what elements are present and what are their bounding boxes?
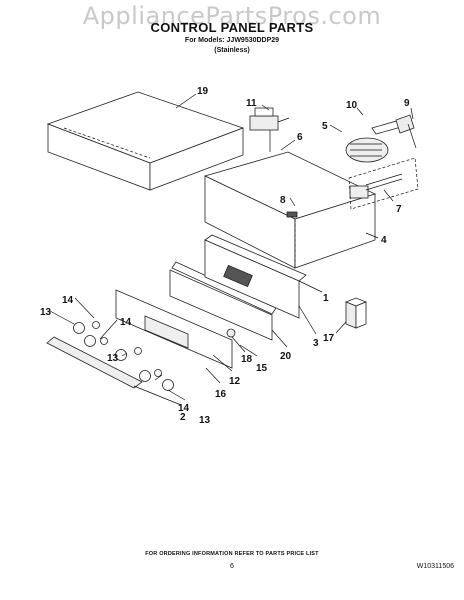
callout-6: 6 <box>297 132 303 143</box>
document-id: W10311506 <box>416 563 454 570</box>
watermark: AppliancePartsPros.com <box>82 2 382 30</box>
page-title: CONTROL PANEL PARTS <box>150 20 314 35</box>
ordering-note: FOR ORDERING INFORMATION REFER TO PARTS … <box>145 551 319 557</box>
callout-12: 12 <box>229 376 241 387</box>
callout-13-middle: 13 <box>107 353 119 364</box>
callout-9: 9 <box>404 98 410 109</box>
part-12-fascia <box>115 289 233 369</box>
part-17-connector <box>344 297 368 329</box>
part-8-clip <box>286 211 298 218</box>
callout-15: 15 <box>256 363 268 374</box>
part-5-blower <box>345 137 389 163</box>
callout-20: 20 <box>280 351 292 362</box>
callout-5: 5 <box>322 121 328 132</box>
part-7-heater-assembly <box>348 157 419 210</box>
callout-18: 18 <box>241 354 253 365</box>
model-line: For Models: JJW9530DDP29 <box>184 37 280 44</box>
part-19-cover-panel <box>46 91 245 191</box>
page-number: 6 <box>230 563 234 570</box>
callout-11: 11 <box>246 98 257 109</box>
part-10-bracket <box>371 114 415 135</box>
callout-14-top: 14 <box>62 295 74 306</box>
callout-3: 3 <box>313 338 319 349</box>
callout-1: 1 <box>323 293 329 304</box>
part-20-board-bracket <box>169 261 277 341</box>
callout-13-bottom: 13 <box>199 415 211 426</box>
part-6-housing <box>203 151 377 269</box>
callout-19: 19 <box>197 86 209 97</box>
knobs <box>73 321 174 391</box>
callout-17: 17 <box>323 333 335 344</box>
callout-13-top: 13 <box>40 307 52 318</box>
part-18-encoder <box>226 328 236 338</box>
callout-16: 16 <box>215 389 227 400</box>
part-11-switch <box>249 107 290 152</box>
callout-2: 2 <box>180 412 186 423</box>
callout-14-bottom: 14 <box>178 403 190 414</box>
callout-10: 10 <box>346 100 358 111</box>
callout-4: 4 <box>381 235 387 246</box>
part-9-screw <box>407 123 417 149</box>
finish-line: (Stainless) <box>214 47 250 54</box>
callout-8: 8 <box>280 195 286 206</box>
callout-14-middle: 14 <box>120 317 132 328</box>
part-2-trim-strip <box>46 336 143 389</box>
callout-7: 7 <box>396 204 402 215</box>
part-1-panel-backer <box>204 234 307 319</box>
